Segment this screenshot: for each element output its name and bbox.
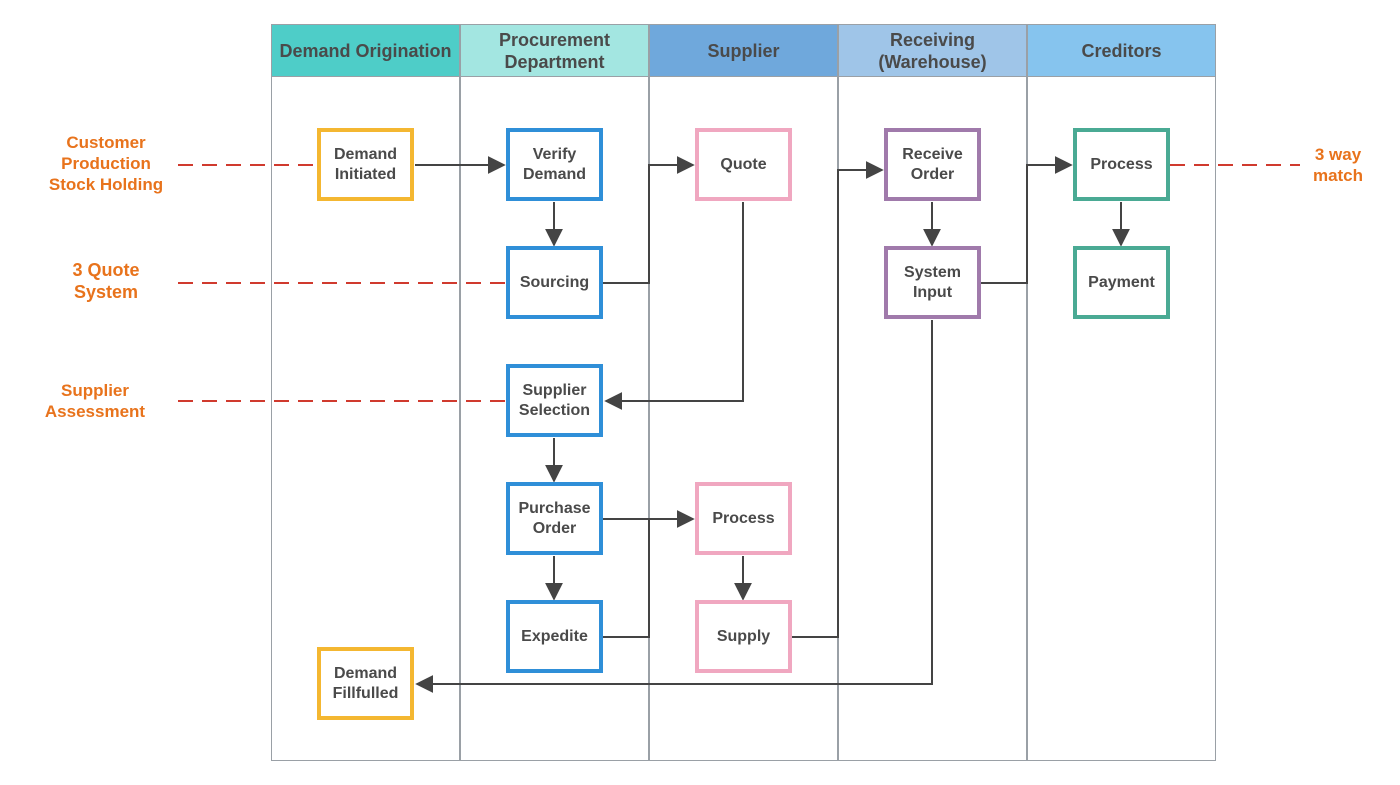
arrow-quote-to-selection: [604, 202, 744, 410]
step-system-input[interactable]: System Input: [884, 246, 981, 319]
step-supply[interactable]: Supply: [695, 600, 792, 673]
step-sourcing[interactable]: Sourcing: [506, 246, 603, 319]
step-label: Sourcing: [519, 273, 590, 291]
note-3-way-match: 3 way match: [1312, 145, 1364, 185]
step-supplier-selection[interactable]: Supplier Selection: [506, 364, 603, 437]
step-label: Verify Demand: [522, 145, 587, 183]
lane-title: Demand Origination: [279, 40, 452, 61]
step-purchase-order[interactable]: Purchase Order: [506, 482, 603, 555]
step-label: Demand Initiated: [333, 145, 398, 183]
step-demand-initiated[interactable]: Demand Initiated: [317, 128, 414, 201]
step-label: Demand Fillfulled: [332, 664, 399, 702]
step-payment[interactable]: Payment: [1073, 246, 1170, 319]
step-label: Supplier Selection: [518, 381, 591, 419]
note-customer-production-stock-holding: Customer Production Stock Holding: [48, 133, 164, 194]
lane-title: Receiving (Warehouse): [878, 29, 987, 72]
lane-demand-origination: Demand Origination: [271, 24, 460, 761]
step-creditors-process[interactable]: Process: [1073, 128, 1170, 201]
note-3-quote-system: 3 Quote System: [72, 260, 140, 302]
lane-header-supplier: Supplier: [650, 25, 837, 77]
step-label: Receive Order: [902, 145, 963, 183]
step-label: Purchase Order: [518, 499, 591, 537]
step-label: Expedite: [521, 627, 588, 645]
step-label: Supply: [716, 627, 771, 645]
step-verify-demand[interactable]: Verify Demand: [506, 128, 603, 201]
arrow-supply-to-receive: [792, 161, 884, 638]
lane-header-receiving-warehouse: Receiving (Warehouse): [839, 25, 1026, 77]
step-demand-fulfilled[interactable]: Demand Fillfulled: [317, 647, 414, 720]
lane-title: Procurement Department: [498, 29, 611, 72]
step-label: Payment: [1088, 273, 1155, 291]
lane-title: Creditors: [1081, 40, 1162, 61]
lane-creditors: Creditors: [1027, 24, 1216, 761]
step-label: Process: [1090, 155, 1153, 173]
arrow-system-input-to-demand-fulfilled: [415, 320, 933, 693]
step-quote[interactable]: Quote: [695, 128, 792, 201]
step-label: Quote: [720, 155, 767, 173]
step-receive-order[interactable]: Receive Order: [884, 128, 981, 201]
lane-header-creditors: Creditors: [1028, 25, 1215, 77]
step-expedite[interactable]: Expedite: [506, 600, 603, 673]
lane-header-demand-origination: Demand Origination: [272, 25, 459, 77]
step-label: System Input: [904, 263, 961, 301]
line-expedite-to-process: [603, 519, 650, 638]
lane-receiving-warehouse: Receiving (Warehouse): [838, 24, 1027, 761]
lane-procurement-department: Procurement Department: [460, 24, 649, 761]
note-supplier-assessment: Supplier Assessment: [44, 381, 146, 421]
lane-header-procurement-department: Procurement Department: [461, 25, 648, 77]
lane-title: Supplier: [707, 40, 780, 61]
arrow-system-input-to-process: [981, 156, 1073, 284]
arrow-sourcing-to-quote: [603, 156, 695, 284]
step-supplier-process[interactable]: Process: [695, 482, 792, 555]
step-label: Process: [712, 509, 775, 527]
